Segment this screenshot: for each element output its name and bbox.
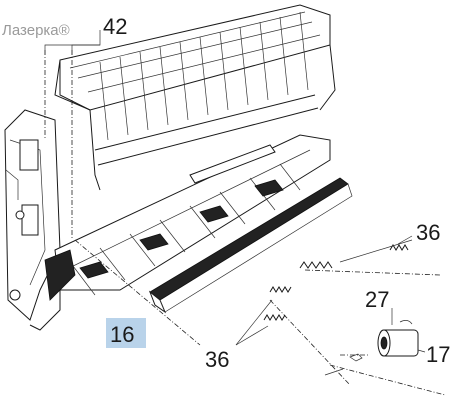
callout-36-bottom: 36: [205, 347, 229, 372]
springs-36: [263, 244, 409, 321]
callout-27: 27: [365, 287, 389, 312]
callout-17: 17: [426, 342, 450, 367]
lower-paper-guide: [29, 134, 331, 331]
callout-16: 16: [110, 322, 134, 347]
shaft-16: [148, 177, 353, 314]
watermark-text: Лазерка®: [2, 22, 70, 39]
callout-16-highlight: [106, 318, 146, 348]
upper-guide-frame: [54, 4, 336, 191]
leader-lines: [44, 30, 426, 353]
callout-42: 42: [103, 14, 127, 39]
roller-17: [324, 320, 419, 376]
callout-36-right: 36: [416, 220, 440, 245]
